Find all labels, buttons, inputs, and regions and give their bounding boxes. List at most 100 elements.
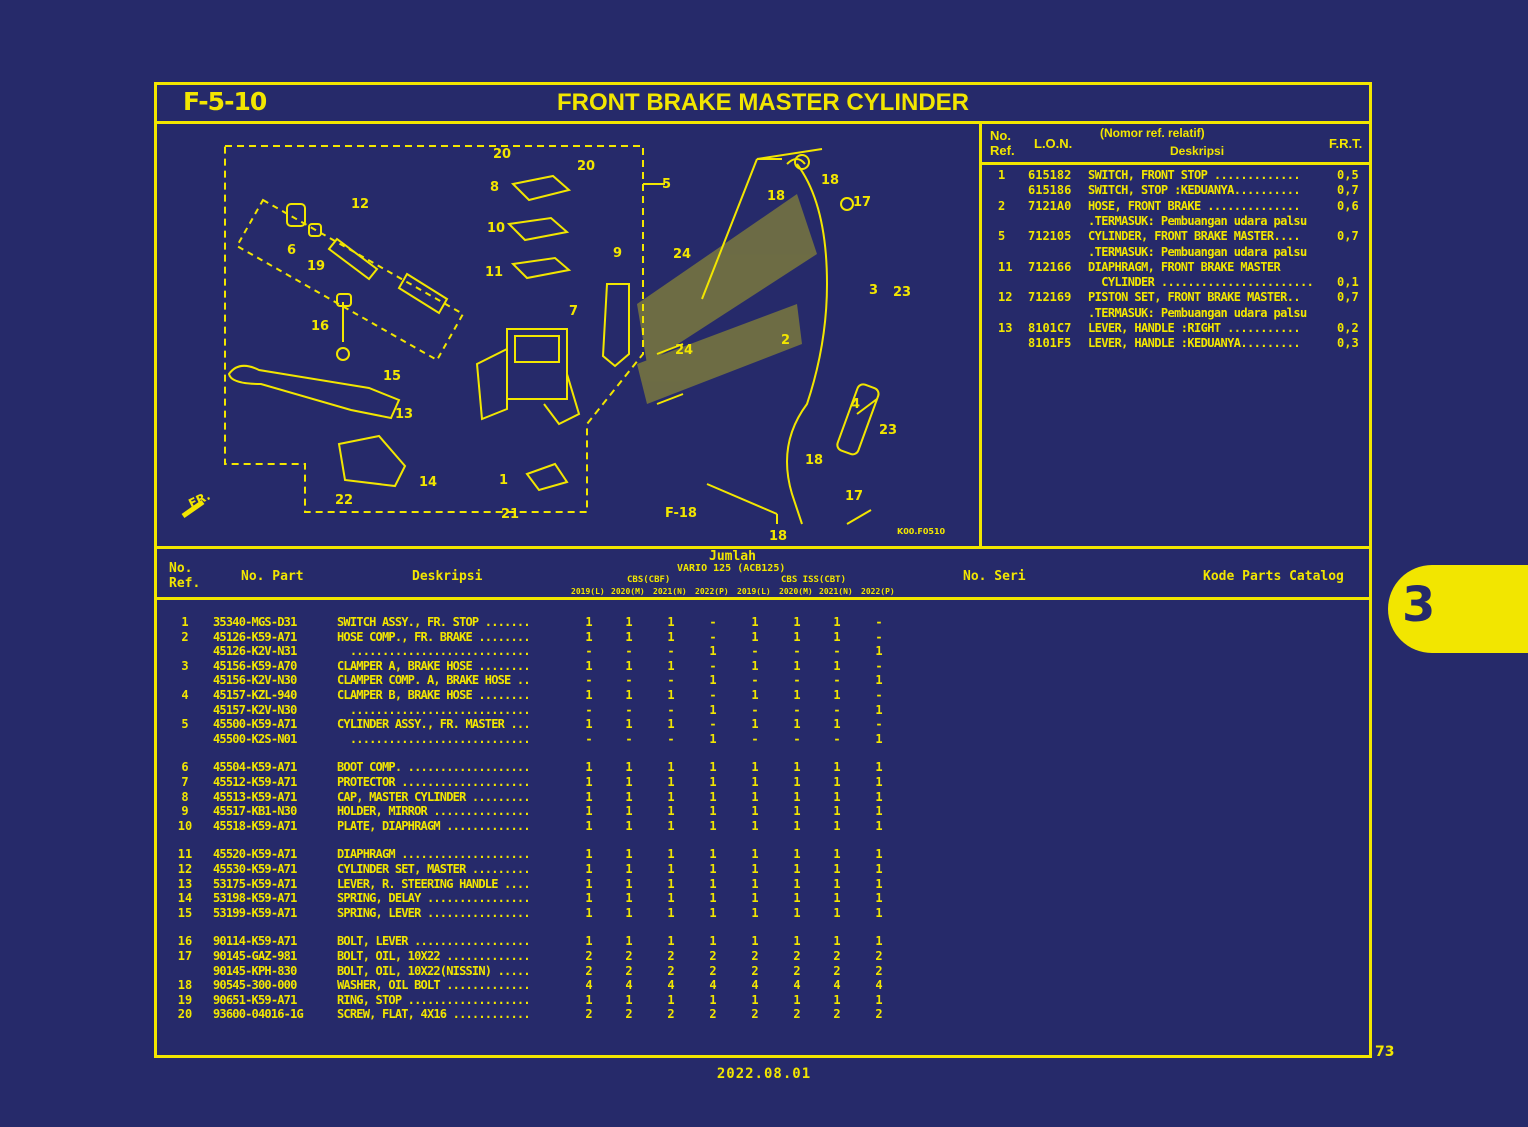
head-year: 2019(L) <box>737 587 771 596</box>
row-qty: - <box>875 629 883 644</box>
row-qty: - <box>875 615 883 629</box>
row-qty: 1 <box>667 789 675 804</box>
row-ref: 10 <box>177 818 193 833</box>
row-qty: 1 <box>709 862 717 876</box>
row-qty: 4 <box>793 978 801 993</box>
ref-head-divider <box>982 162 1369 165</box>
row-qty: 1 <box>667 615 675 629</box>
row-qty: - <box>709 688 717 702</box>
row-qty: 1 <box>625 615 633 629</box>
svg-text:4: 4 <box>851 397 860 412</box>
row-part: 45500-K59-A71 <box>213 717 297 732</box>
head-seri: No. Seri <box>963 569 1026 584</box>
row-part: 45126-K2V-N31 <box>213 644 297 659</box>
ref-row-frt: 0,7 <box>1337 183 1359 198</box>
parts-table-header: No. Ref. No. Part Deskripsi Jumlah VARIO… <box>157 549 1369 597</box>
header-divider <box>157 121 1369 124</box>
row-qty: 1 <box>709 731 717 746</box>
row-qty: 1 <box>751 818 759 833</box>
ref-row-lon: 615182 <box>1028 168 1072 182</box>
ref-row: .TERMASUK: Pembuangan udara palsu <box>982 306 1372 321</box>
ref-row-lon: 712166 <box>1028 259 1072 274</box>
row-qty: 2 <box>875 949 883 963</box>
row-qty: 1 <box>751 862 759 876</box>
row-desc: SPRING, LEVER ................ <box>337 905 531 920</box>
head-year: 2020(M) <box>779 587 813 596</box>
row-qty: - <box>585 673 593 688</box>
row-qty: 1 <box>709 876 717 891</box>
row-qty: 1 <box>709 760 717 775</box>
row-desc: CLAMPER B, BRAKE HOSE ........ <box>337 688 531 702</box>
ref-head-no: No. Ref. <box>990 128 1015 158</box>
section-tab[interactable]: 3 <box>1388 565 1528 653</box>
row-qty: 1 <box>709 789 717 804</box>
row-qty: 1 <box>833 760 841 775</box>
svg-text:17: 17 <box>853 195 871 210</box>
svg-text:10: 10 <box>487 221 505 236</box>
table-head-divider <box>157 597 1369 600</box>
row-part: 90145-KPH-830 <box>213 963 297 978</box>
row-qty: - <box>709 717 717 732</box>
row-qty: 1 <box>875 789 883 804</box>
ref-row-ref: 5 <box>998 229 1006 244</box>
row-qty: 2 <box>875 963 883 978</box>
section-code: F-5-10 <box>183 87 267 116</box>
row-qty: 1 <box>625 818 633 833</box>
row-qty: 1 <box>585 891 593 906</box>
ref-row-desc: .TERMASUK: Pembuangan udara palsu <box>1088 244 1307 259</box>
head-years: 2019(L)2020(M)2021(N)2022(P)2019(L)2020(… <box>157 587 917 599</box>
row-qty: - <box>709 658 717 673</box>
row-desc: HOLDER, MIRROR ............... <box>337 804 531 819</box>
row-qty: 2 <box>751 1007 759 1022</box>
row-qty: 2 <box>875 1007 883 1022</box>
row-part: 90114-K59-A71 <box>213 934 297 949</box>
row-qty: - <box>751 702 759 717</box>
row-qty: 1 <box>793 876 801 891</box>
row-qty: 1 <box>625 760 633 775</box>
row-qty: 2 <box>625 949 633 963</box>
row-qty: 1 <box>625 789 633 804</box>
row-qty: 1 <box>585 992 593 1007</box>
row-ref: 17 <box>177 949 193 963</box>
row-qty: 1 <box>793 760 801 775</box>
ref-row-desc: PISTON SET, FRONT BRAKE MASTER.. <box>1088 290 1301 305</box>
svg-text:7: 7 <box>569 304 578 319</box>
row-ref: 9 <box>181 804 189 819</box>
row-qty: 1 <box>709 891 717 906</box>
row-desc: LEVER, R. STEERING HANDLE .... <box>337 876 531 891</box>
ref-head-desc: Deskripsi <box>1170 144 1225 158</box>
row-qty: 1 <box>625 717 633 732</box>
table-row: 45500-K2S-N01 ..........................… <box>157 732 917 747</box>
row-desc: PROTECTOR .................... <box>337 775 531 789</box>
row-qty: 2 <box>751 963 759 978</box>
row-qty: - <box>833 644 841 659</box>
row-qty: 2 <box>667 1007 675 1022</box>
ref-row-lon: 7121A0 <box>1028 198 1072 213</box>
row-ref: 13 <box>177 876 193 891</box>
row-qty: 2 <box>793 963 801 978</box>
row-qty: 1 <box>667 862 675 876</box>
row-qty: 1 <box>625 804 633 819</box>
row-qty: - <box>833 702 841 717</box>
ref-row-lon: 615186 <box>1028 183 1072 198</box>
row-qty: 1 <box>793 905 801 920</box>
ref-row-ref: 11 <box>998 259 1013 274</box>
row-desc: ............................ <box>337 702 531 717</box>
ref-row-ref: 13 <box>998 321 1013 335</box>
ref-row-ref: 2 <box>998 198 1006 213</box>
section-tab-label: 3 <box>1402 577 1436 633</box>
row-qty: - <box>709 615 717 629</box>
svg-text:6: 6 <box>287 243 296 258</box>
svg-text:23: 23 <box>879 423 897 438</box>
row-qty: 1 <box>625 934 633 949</box>
row-qty: 1 <box>667 876 675 891</box>
svg-text:8: 8 <box>490 180 499 195</box>
